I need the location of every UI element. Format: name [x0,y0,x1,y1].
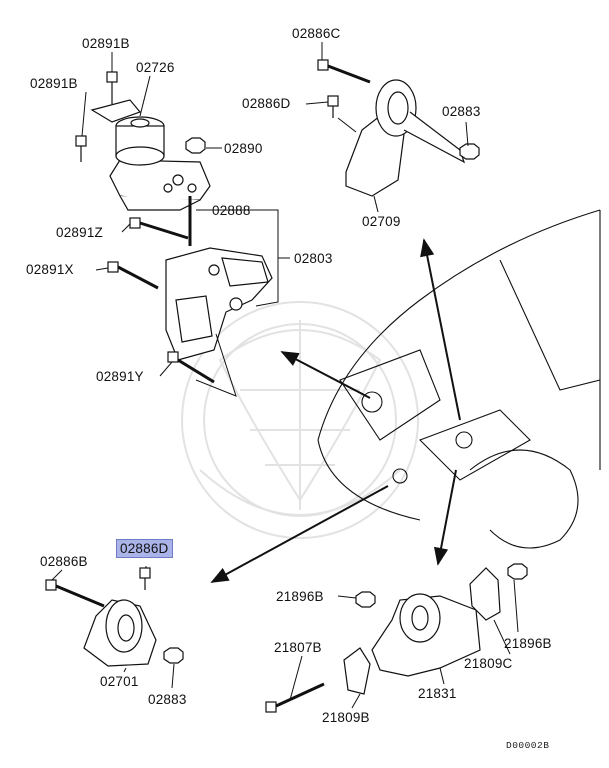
label-02883-bottom[interactable]: 02883 [148,692,187,707]
label-02891Y[interactable]: 02891Y [96,369,144,384]
label-02891B-left[interactable]: 02891B [30,76,78,91]
mount-02701 [45,567,184,667]
label-02891Z[interactable]: 02891Z [56,225,103,240]
label-02890[interactable]: 02890 [224,141,263,156]
label-02891B-top[interactable]: 02891B [82,36,130,51]
label-21807B[interactable]: 21807B [274,640,322,655]
label-02803[interactable]: 02803 [294,251,333,266]
label-21809B[interactable]: 21809B [322,710,370,725]
label-21896B-left[interactable]: 21896B [276,589,324,604]
leader-lines [51,42,519,709]
mount-02709 [317,59,480,197]
watermark-emblem [181,301,419,539]
mount-21831 [265,563,528,713]
label-02883-top[interactable]: 02883 [442,104,481,119]
label-02726[interactable]: 02726 [136,60,175,75]
bracket-02803 [107,196,273,384]
label-02888[interactable]: 02888 [212,203,251,218]
label-02891X[interactable]: 02891X [26,262,74,277]
label-21896B-right[interactable]: 21896B [504,636,552,651]
label-02886D-top[interactable]: 02886D [242,96,291,111]
label-21809C[interactable]: 21809C [464,656,513,671]
label-21831[interactable]: 21831 [418,686,457,701]
label-02709[interactable]: 02709 [362,214,401,229]
label-02701[interactable]: 02701 [100,674,139,689]
label-02886C[interactable]: 02886C [292,26,341,41]
diagram-code: D00002B [506,740,550,751]
vehicle-outline [317,209,601,549]
label-02886B[interactable]: 02886B [40,554,88,569]
label-02886D-highlighted[interactable]: 02886D [116,539,173,558]
pointer-arrows [210,238,461,583]
mount-02726 [75,71,211,211]
